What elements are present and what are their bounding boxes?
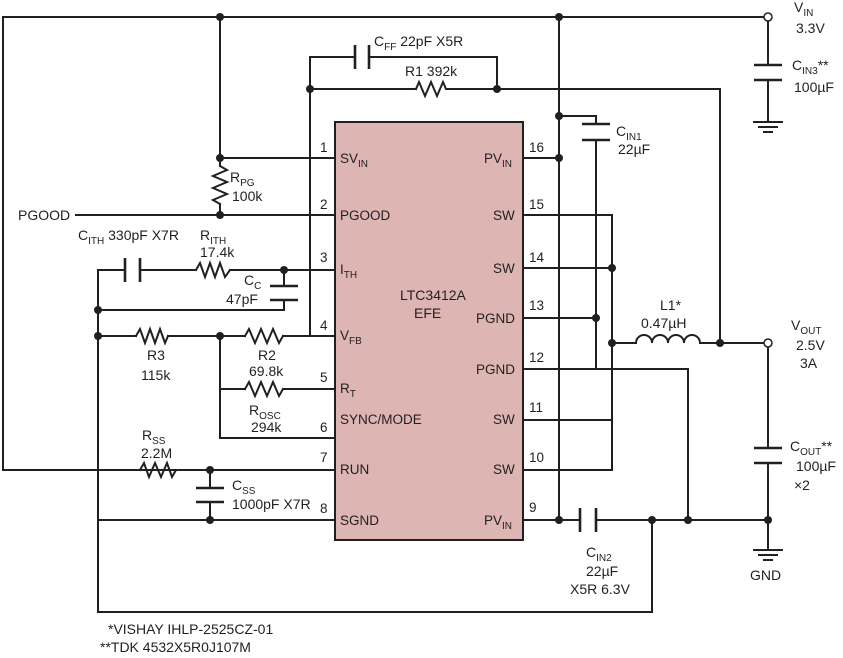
- pin-9-name: PVIN: [484, 513, 512, 532]
- vout-current: 3A: [800, 355, 818, 371]
- cout-value: 100µF: [796, 458, 836, 474]
- r2-label: R2: [258, 347, 276, 363]
- pin-4-number: 4: [320, 318, 328, 333]
- pin-6-number: 6: [320, 420, 328, 435]
- cith-label: CITH 330pF X7R: [78, 227, 179, 247]
- l1-value: 0.47µH: [641, 315, 686, 331]
- rpg-label: RPG: [230, 169, 255, 189]
- pin-5-name: RT: [340, 381, 356, 400]
- pgood-label: PGOOD: [18, 207, 70, 223]
- rpg-value: 100k: [232, 188, 263, 204]
- pin-4-name: VFB: [340, 328, 362, 347]
- footnote-1: *VISHAY IHLP-2525CZ-01: [108, 621, 273, 637]
- pin-16-number: 16: [529, 140, 544, 155]
- pin-12-name: PGND: [476, 362, 515, 377]
- pin-12-number: 12: [529, 350, 544, 365]
- capacitor-symbols: [123, 45, 782, 532]
- pin-10-number: 10: [529, 450, 544, 465]
- pin-14-name: SW: [493, 261, 515, 276]
- right-pin-labels: PVIN SW SW PGND PGND SW SW PVIN 16 15 14…: [476, 140, 545, 532]
- pin-5-number: 5: [320, 370, 328, 385]
- rosc-value: 294k: [251, 419, 282, 435]
- cout-label: COUT**: [790, 438, 833, 458]
- pin-11-name: SW: [493, 412, 515, 427]
- cc-value: 47pF: [226, 291, 258, 307]
- ground-icon: [753, 117, 783, 561]
- r3-label: R3: [147, 347, 165, 363]
- pin-11-number: 11: [529, 400, 543, 415]
- cin1-label: CIN1: [616, 123, 642, 143]
- component-labels: CFF 22pF X5R R1 392k RPG 100k PGOOD CITH…: [18, 0, 836, 597]
- rith-label: RITH: [200, 227, 226, 247]
- r1-label: R1 392k: [405, 63, 458, 79]
- footnotes: *VISHAY IHLP-2525CZ-01 **TDK 4532X5R0J10…: [100, 621, 273, 655]
- junction-dots: [94, 13, 772, 524]
- cff-label: CFF 22pF X5R: [374, 33, 463, 53]
- gnd-label: GND: [750, 567, 781, 583]
- pin-1-number: 1: [320, 140, 328, 155]
- rss-label: RSS: [142, 427, 166, 447]
- terminal-icons: [763, 12, 773, 348]
- pin-2-name: PGOOD: [340, 208, 391, 223]
- rith-value: 17.4k: [200, 244, 235, 260]
- ic-body: [334, 121, 524, 541]
- cin2-label: CIN2: [586, 544, 612, 564]
- cin2-value: 22µF: [586, 563, 618, 579]
- vin-label: VIN: [794, 0, 813, 19]
- cin2-rating: X5R 6.3V: [570, 581, 631, 597]
- r3-value: 115k: [141, 367, 171, 383]
- pin-13-name: PGND: [476, 311, 515, 326]
- left-pin-labels: SVIN PGOOD ITH VFB RT SYNC/MODE RUN SGND…: [320, 140, 422, 528]
- pin-15-name: SW: [493, 208, 515, 223]
- rosc-label: ROSC: [249, 402, 281, 422]
- pin-2-number: 2: [320, 197, 328, 212]
- pin-7-number: 7: [320, 450, 328, 465]
- vout-voltage: 2.5V: [796, 337, 825, 353]
- ic-part-number: LTC3412A: [400, 287, 467, 303]
- pin-8-name: SGND: [340, 513, 379, 528]
- l1-label: L1*: [660, 297, 682, 313]
- cin3-label: CIN3**: [792, 57, 829, 77]
- vout-label: VOUT: [791, 317, 821, 337]
- pin-7-name: RUN: [340, 462, 369, 477]
- resistor-symbols: [134, 79, 449, 480]
- footnote-2: **TDK 4532X5R0J107M: [100, 639, 251, 655]
- css-label: CSS: [232, 477, 256, 497]
- pin-15-number: 15: [529, 197, 544, 212]
- pin-1-name: SVIN: [340, 151, 368, 170]
- pin-16-name: PVIN: [484, 151, 512, 170]
- pin-6-name: SYNC/MODE: [340, 412, 422, 427]
- pin-9-number: 9: [529, 500, 537, 515]
- pin-3-number: 3: [320, 250, 328, 265]
- r2-value: 69.8k: [249, 363, 284, 379]
- cin1-value: 22µF: [618, 141, 650, 157]
- pin-13-number: 13: [529, 298, 544, 313]
- vin-value: 3.3V: [796, 20, 825, 36]
- pin-10-name: SW: [493, 462, 515, 477]
- pin-3-name: ITH: [340, 262, 357, 281]
- cin3-value: 100µF: [794, 79, 834, 95]
- pin-8-number: 8: [320, 501, 328, 516]
- inductor-symbol: [634, 334, 702, 345]
- ic-package: EFE: [414, 305, 441, 321]
- cout-count: ×2: [794, 477, 810, 493]
- css-value: 1000pF X7R: [232, 496, 311, 512]
- pin-14-number: 14: [529, 250, 545, 265]
- cc-label: CC: [244, 272, 261, 292]
- rss-value: 2.2M: [141, 445, 172, 461]
- wires: [2, 16, 769, 613]
